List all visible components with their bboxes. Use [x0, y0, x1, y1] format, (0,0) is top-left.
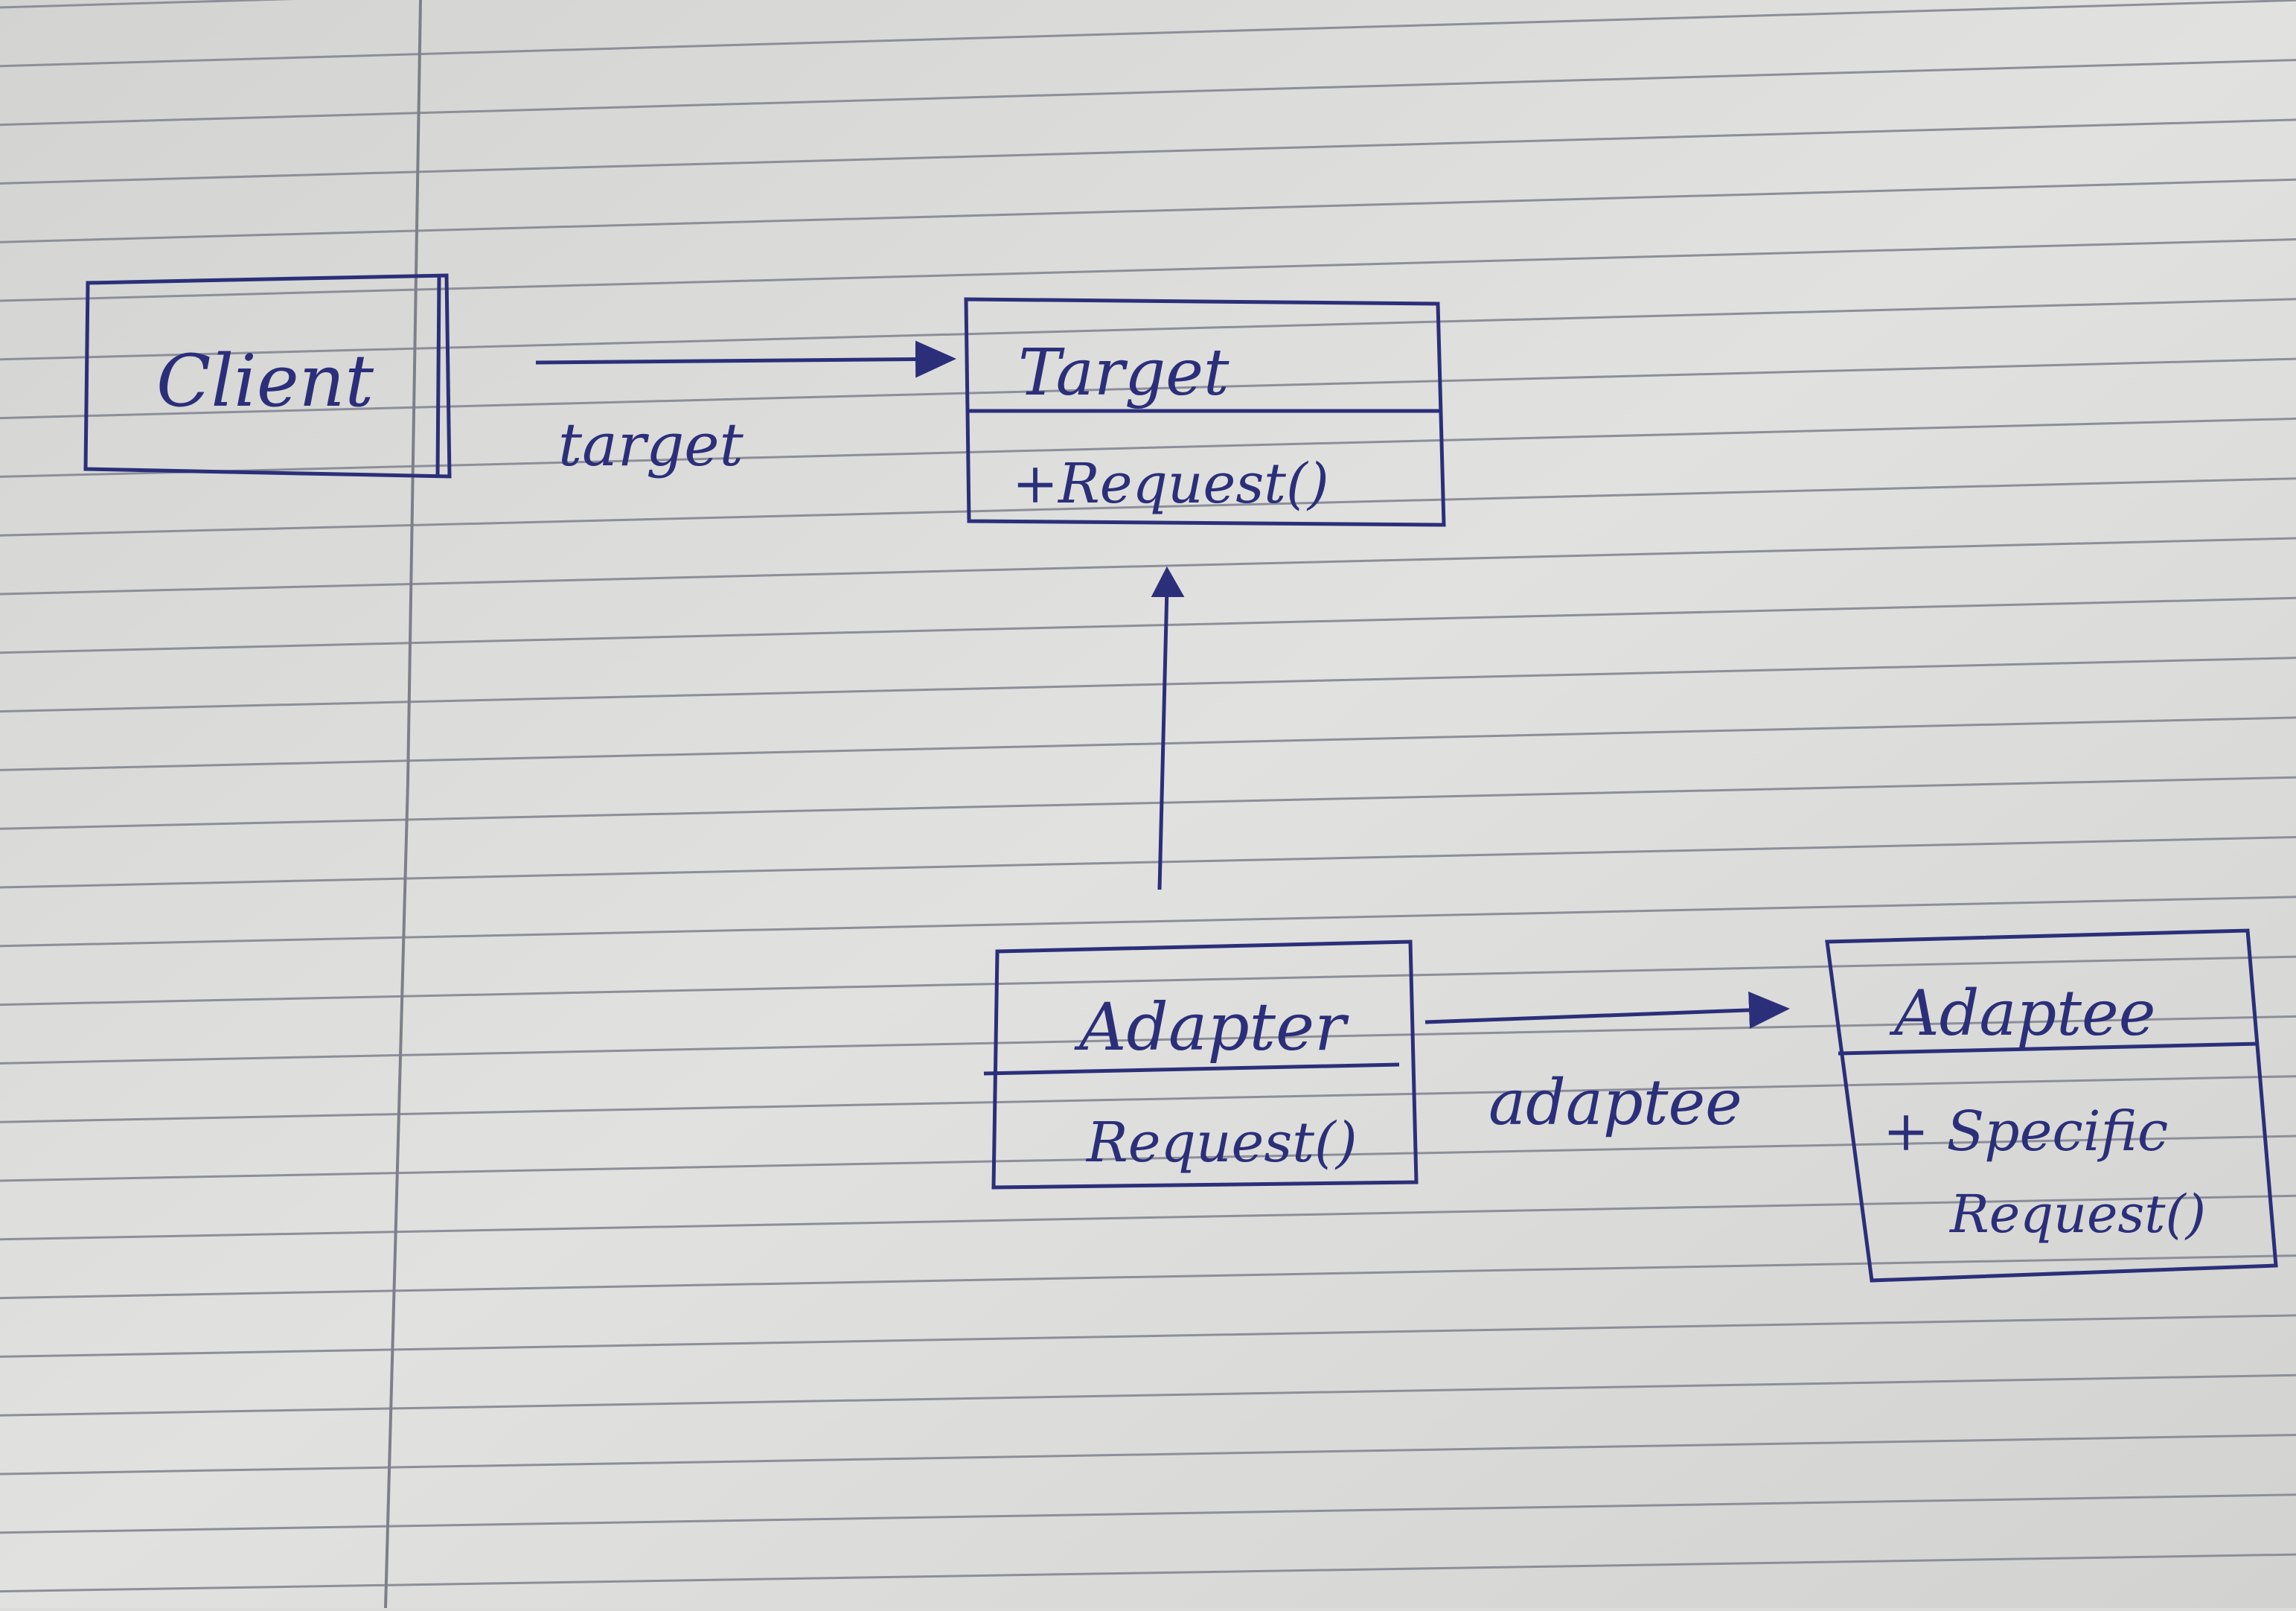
ruled-line	[0, 776, 2296, 830]
generalization-line	[1157, 587, 1169, 890]
adapter-member-request: Request()	[1085, 1111, 1358, 1175]
ruled-line	[0, 1493, 2296, 1534]
adaptee-member-specific: + Specific	[1883, 1100, 2168, 1164]
client-target-association: target	[535, 340, 956, 479]
adaptee-name: Adaptee	[1889, 977, 2155, 1050]
ruled-line	[0, 1015, 2296, 1065]
adaptee-divider	[1838, 1041, 2260, 1056]
adapter-box	[991, 940, 1419, 1190]
ruled-line	[0, 0, 2296, 68]
ruled-line	[0, 1254, 2296, 1300]
ruled-line	[0, 836, 2296, 889]
ruled-line	[0, 1553, 2296, 1593]
target-member-request: +Request()	[1012, 452, 1329, 516]
ruled-line	[0, 1135, 2296, 1182]
adaptee-member-request: Request()	[1948, 1184, 2206, 1245]
ruled-line	[0, 537, 2296, 596]
adapter-target-generalization	[1151, 566, 1185, 890]
client-class: Client	[83, 273, 452, 479]
target-box	[964, 297, 1446, 527]
ruled-line	[0, 417, 2296, 478]
ruled-line	[0, 716, 2296, 771]
ruled-line	[0, 657, 2296, 713]
ruled-line	[0, 59, 2296, 127]
ruled-line	[0, 357, 2296, 420]
ruled-line	[0, 896, 2296, 948]
ruled-line	[0, 1194, 2296, 1241]
adapter-class: Adapter Request()	[983, 940, 1419, 1190]
target-class: Target +Request()	[964, 297, 1446, 527]
ruled-line	[0, 178, 2296, 243]
ruled-line	[0, 1374, 2296, 1417]
ruled-line	[0, 118, 2296, 185]
client-label: Client	[156, 339, 374, 423]
generalization-arrowhead	[1151, 566, 1185, 597]
adaptee-class: Adaptee + Specific Request()	[1825, 928, 2278, 1283]
adaptee-box	[1825, 928, 2278, 1283]
adapter-adaptee-association: adaptee	[1424, 991, 1790, 1139]
ruled-line	[0, 1314, 2296, 1358]
ruled-line	[0, 1434, 2296, 1476]
association-arrow	[535, 340, 956, 378]
adapter-name: Adapter	[1074, 989, 1349, 1065]
association-label-target: target	[558, 410, 744, 479]
client-box	[83, 273, 452, 479]
ruled-line	[0, 955, 2296, 1007]
target-name: Target	[1018, 336, 1229, 410]
adapter-divider	[983, 1062, 1400, 1076]
margin-line	[384, 0, 422, 1609]
ruled-line	[0, 238, 2296, 302]
association-label-adaptee: adaptee	[1488, 1066, 1742, 1139]
ruled-line	[0, 477, 2296, 537]
ruled-line	[0, 596, 2296, 654]
ruled-line	[0, 298, 2296, 361]
ruled-line	[0, 1075, 2296, 1123]
association-arrow	[1424, 991, 1790, 1029]
